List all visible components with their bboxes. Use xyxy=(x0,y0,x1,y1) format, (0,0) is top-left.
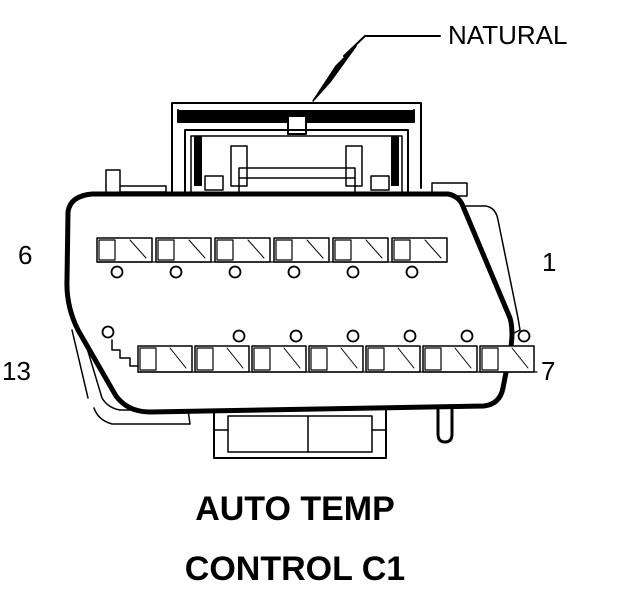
cavity-top-1-contact xyxy=(424,239,442,259)
cavity-bottom-8-contact xyxy=(454,347,472,369)
cavity-top-2-contact xyxy=(365,239,383,259)
cavity-top-2-insert xyxy=(334,239,352,261)
cavity-bottom-12-insert xyxy=(196,347,214,371)
cavity-top-3-insert xyxy=(275,239,293,261)
cavity-top-4-insert xyxy=(216,239,234,261)
cavity-bottom-11-contact xyxy=(283,347,301,369)
connector-cavities xyxy=(96,237,538,373)
cavity-top-1-insert xyxy=(393,239,411,261)
pin-7-label: 7 xyxy=(541,356,556,386)
pin-locator-bottom-10 xyxy=(346,329,360,343)
pin-13-label: 13 xyxy=(2,356,31,386)
connector-housing-outline xyxy=(64,191,515,415)
cavity-bottom-11-insert xyxy=(253,347,271,371)
cavity-top-5-contact xyxy=(188,239,206,259)
cavity-bottom-12-contact xyxy=(226,347,244,369)
pin-6-label: 6 xyxy=(18,240,33,270)
pin-locator-bottom-12 xyxy=(232,329,246,343)
cavity-bottom-9-insert xyxy=(367,347,385,371)
cavity-top-3-contact xyxy=(306,239,324,259)
bottom-row-step-detail xyxy=(111,339,139,367)
pin-locator-bottom-11 xyxy=(289,329,303,343)
pin-1-label: 1 xyxy=(542,247,557,277)
cavity-top-6-contact xyxy=(129,239,147,259)
cavity-top-4-contact xyxy=(247,239,265,259)
connector-title-line-1: AUTO TEMP xyxy=(195,490,395,528)
pin-locator-top-5 xyxy=(169,265,183,279)
connector-bottom-key xyxy=(213,407,387,459)
cavity-bottom-13-insert xyxy=(139,347,157,371)
cavity-bottom-13-contact xyxy=(169,347,187,369)
pin-locator-top-6 xyxy=(110,265,124,279)
cavity-bottom-8-insert xyxy=(424,347,442,371)
cavity-top-6-insert xyxy=(98,239,116,261)
pin-locator-bottom-13 xyxy=(101,325,115,339)
cavity-bottom-7-insert xyxy=(481,347,499,371)
cavity-bottom-10-contact xyxy=(340,347,358,369)
cavity-bottom-7-contact xyxy=(511,347,529,369)
connector-title-line-2: CONTROL C1 xyxy=(184,550,406,588)
pin-locator-top-3 xyxy=(287,265,301,279)
cavity-top-5-insert xyxy=(157,239,175,261)
natural-leader-line xyxy=(343,35,441,57)
pin-locator-top-1 xyxy=(405,265,419,279)
natural-color-label: NATURAL xyxy=(448,20,568,50)
pin-locator-top-4 xyxy=(228,265,242,279)
pin-locator-bottom-7 xyxy=(517,329,531,343)
natural-leader-arrow xyxy=(312,45,357,102)
connector-latch xyxy=(171,102,422,201)
pin-locator-bottom-8 xyxy=(460,329,474,343)
pin-locator-top-2 xyxy=(346,265,360,279)
cavity-bottom-9-contact xyxy=(397,347,415,369)
connector-right-tab xyxy=(436,406,454,444)
cavity-bottom-10-insert xyxy=(310,347,328,371)
pin-locator-bottom-9 xyxy=(403,329,417,343)
